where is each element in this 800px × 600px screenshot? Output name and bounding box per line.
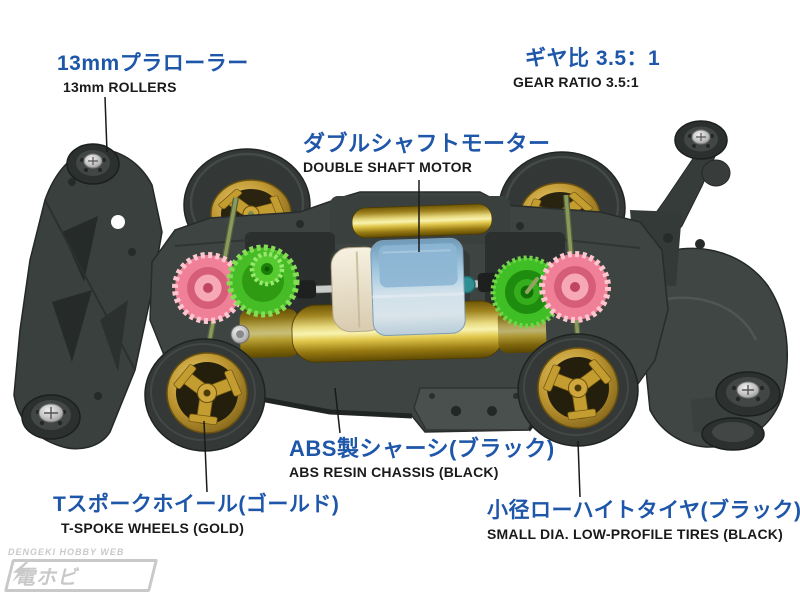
- label-double-shaft-motor-en: DOUBLE SHAFT MOTOR: [303, 159, 473, 176]
- label-13mm-rollers: 13mmプラローラー 13mm ROLLERS: [57, 52, 249, 95]
- motor: [295, 237, 501, 337]
- gear-pink-right: [539, 251, 611, 323]
- label-t-spoke-wheels-en: T-SPOKE WHEELS (GOLD): [61, 520, 245, 537]
- label-abs-chassis-en: ABS RESIN CHASSIS (BLACK): [289, 464, 499, 481]
- label-t-spoke-wheels-ja: Tスポークホイール(ゴールド): [53, 493, 340, 516]
- label-double-shaft-motor-ja: ダブルシャフトモーター: [303, 131, 551, 156]
- label-abs-chassis-ja: ABS製シャーシ(ブラック): [289, 436, 555, 461]
- callout-lines: [104, 96, 581, 498]
- wheel-bottom-left: [144, 338, 266, 452]
- label-low-profile-tires-en: SMALL DIA. LOW-PROFILE TIRES (BLACK): [487, 526, 783, 543]
- callout-line-tires: [577, 440, 581, 498]
- label-gear-ratio-ja: ギヤ比 3.5：1: [525, 47, 661, 70]
- label-low-profile-tires-ja: 小径ローハイトタイヤ(ブラック): [487, 499, 800, 522]
- roller-bottom-left: [21, 394, 81, 440]
- label-gear-ratio: ギヤ比 3.5：1 GEAR RATIO 3.5:1: [513, 47, 660, 90]
- roller-top-left: [66, 143, 120, 185]
- callout-line-rollers: [104, 96, 108, 153]
- label-gear-ratio-en: GEAR RATIO 3.5:1: [513, 74, 639, 91]
- callout-line-chassis: [334, 387, 341, 434]
- roller-bottom-right: [701, 371, 781, 451]
- watermark-logo: 電ホビ: [3, 559, 159, 592]
- lightning-bolt-icon: [11, 562, 29, 582]
- left-side-stay: [13, 147, 163, 450]
- gear-green-left: [226, 244, 300, 318]
- dengeki-hobby-watermark: DENGEKI HOBBY WEB 電ホビ: [3, 547, 159, 592]
- callout-line-wheels: [203, 420, 208, 493]
- roller-top-right: [674, 120, 731, 187]
- label-t-spoke-wheels: Tスポークホイール(ゴールド) T-SPOKE WHEELS (GOLD): [53, 493, 339, 536]
- label-abs-chassis: ABS製シャーシ(ブラック) ABS RESIN CHASSIS (BLACK): [289, 436, 555, 480]
- skid-plate: [413, 387, 539, 431]
- label-low-profile-tires: 小径ローハイトタイヤ(ブラック) SMALL DIA. LOW-PROFILE …: [487, 499, 800, 542]
- label-double-shaft-motor: ダブルシャフトモーター DOUBLE SHAFT MOTOR: [303, 131, 551, 175]
- watermark-site-name: DENGEKI HOBBY WEB: [8, 547, 125, 557]
- label-13mm-rollers-en: 13mm ROLLERS: [63, 79, 177, 96]
- label-13mm-rollers-ja: 13mmプラローラー: [57, 52, 249, 75]
- gear-green-right: [490, 255, 564, 329]
- wheel-bottom-right: [517, 333, 639, 447]
